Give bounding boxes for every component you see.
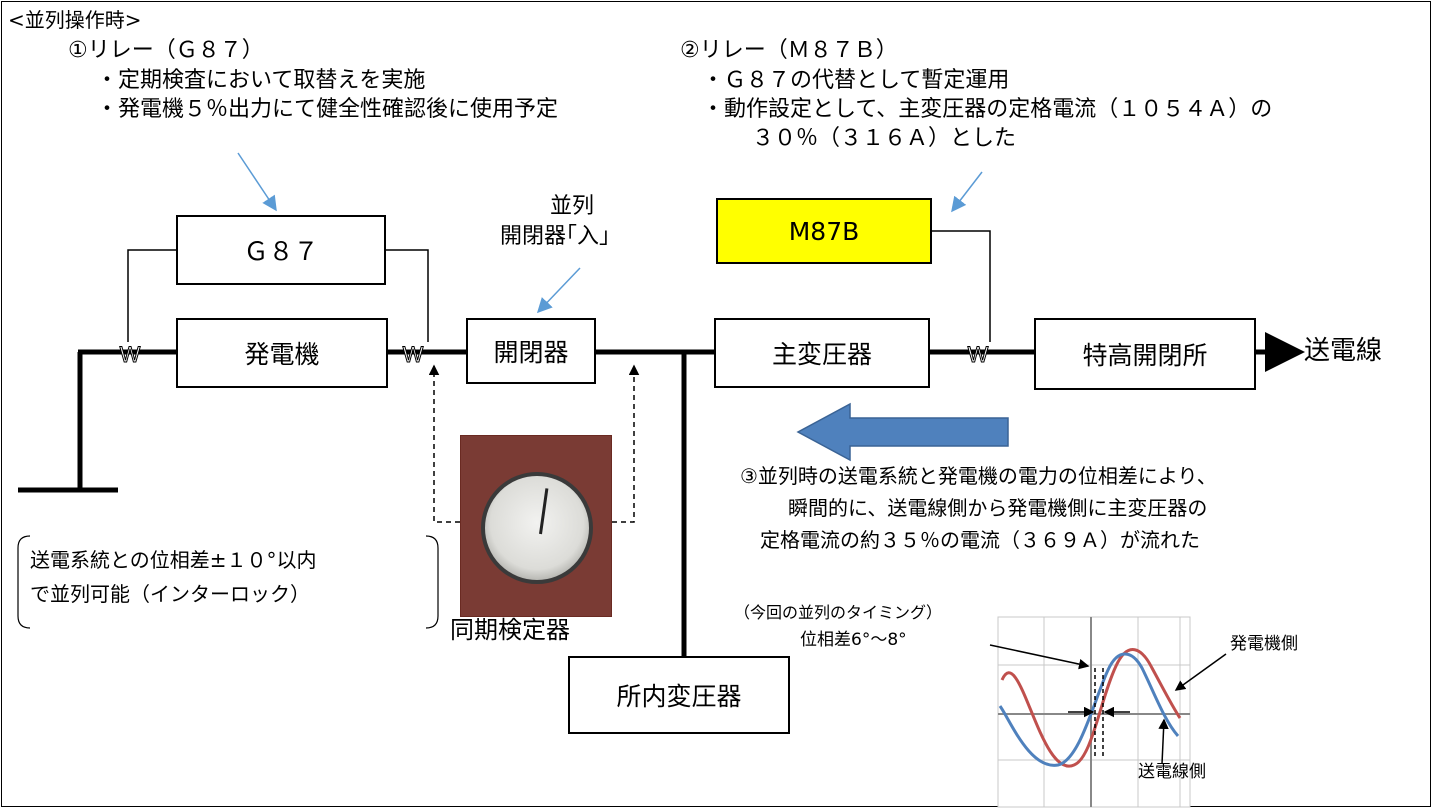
transmission-line-label: 送電線 (1304, 336, 1383, 366)
synchroscope-needle-icon (539, 488, 549, 535)
breaker-callout-arrow (536, 267, 581, 314)
cause-line3: 定格電流の約３５％の電流（３６９Ａ）が流れた (760, 528, 1200, 552)
breaker-label-line2: 開閉器｢入｣ (500, 224, 611, 249)
main-transformer-box: 主変圧器 (714, 318, 930, 388)
cause-line1: ③並列時の送電系統と発電機の電力の位相差により、 (740, 464, 1217, 488)
g87-relay-label: Ｇ８７ (243, 237, 319, 266)
m87b-relay-label: M87B (788, 216, 860, 246)
interlock-note-line1: 送電系統との位相差±１０°以内 (30, 548, 317, 572)
reverse-current-arrow (796, 402, 1009, 462)
relay1-line2: ・発電機５％出力にて健全性確認後に使用予定 (96, 97, 559, 122)
sync-dashed-left (428, 364, 460, 523)
relay2-line3: ３０％（３１６Ａ）とした (752, 126, 1017, 151)
interlock-note-line2: で並列可能（インターロック） (30, 582, 310, 606)
interlock-bracket-right (425, 535, 439, 629)
synchroscope-photo (460, 435, 612, 617)
synchroscope-label: 同期検定器 (450, 616, 570, 644)
waveform-grid (998, 652, 1180, 767)
generator-label: 発電機 (244, 340, 320, 369)
g87-callout-arrow (237, 152, 277, 212)
ct-symbol-right: W (968, 342, 989, 367)
relay2-line2: ・動作設定として、主変圧器の定格電流（１０５４Ａ）の (702, 97, 1273, 122)
house-transformer-label: 所内変圧器 (616, 682, 742, 711)
relay1-heading: ①リレー（Ｇ８７） (68, 38, 264, 63)
ct-symbol-left: W (120, 342, 141, 367)
m87b-relay-box: M87B (716, 198, 932, 264)
m87b-wire (932, 230, 991, 342)
g87-wire-right (384, 249, 429, 342)
interlock-bracket-left (17, 535, 31, 629)
breaker-label-line1: 並列 (550, 194, 595, 219)
substation-box: 特高開閉所 (1034, 318, 1256, 390)
breaker-box: 開閉器 (466, 318, 596, 384)
cause-line2: 瞬間的に、送電線側から発電機側に主変圧器の (788, 496, 1208, 520)
m87b-callout-arrow (951, 171, 983, 213)
waveform-timing-label: （今回の並列のタイミング） (734, 603, 943, 622)
ct-symbol-mid: W (403, 342, 424, 367)
waveform-phase-label: 位相差6°～8° (800, 630, 907, 650)
g87-wire-left (127, 249, 178, 342)
page-title: <並列操作時> (8, 8, 142, 32)
waveform-grid-side-label: 送電線側 (1138, 762, 1206, 782)
substation-label: 特高開閉所 (1082, 341, 1208, 370)
relay2-line1: ・Ｇ８７の代替として暫定運用 (702, 68, 1010, 93)
house-transformer-box: 所内変圧器 (568, 656, 790, 734)
relay1-line1: ・定期検査において取替えを実施 (96, 68, 426, 93)
relay2-heading: ②リレー（Ｍ８７Ｂ） (680, 38, 898, 63)
phase-waveform-graph (989, 616, 1227, 808)
generator-box: 発電機 (176, 318, 388, 388)
sync-dashed-right (612, 364, 640, 523)
synchroscope-dial-icon (481, 472, 593, 584)
main-transformer-label: 主変圧器 (771, 340, 872, 369)
g87-relay-box: Ｇ８７ (176, 215, 386, 285)
waveform-generator-side-label: 発電機側 (1230, 634, 1298, 654)
breaker-box-label: 開閉器 (493, 338, 569, 367)
